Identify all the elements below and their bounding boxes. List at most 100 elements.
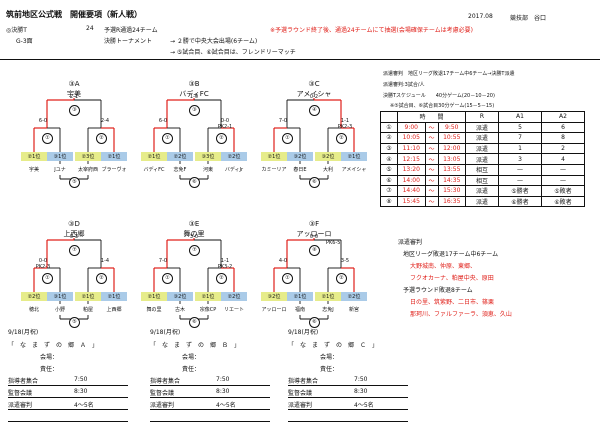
schedule-a1: 7 <box>498 132 542 144</box>
venue-meeting-time: 8:30 <box>74 388 88 395</box>
venue-row-divider <box>150 421 270 422</box>
team-name-0: アッローロ <box>261 307 287 313</box>
referee-list-2b: 那珂川、ファルファーラ、須恵、久山 <box>410 311 512 318</box>
group-id: ③D <box>68 220 80 228</box>
team-name-2: 河東 <box>202 167 214 173</box>
placement-bg-0 <box>141 292 167 301</box>
venue-row-divider <box>8 397 128 398</box>
team-name-2: 宗像CP <box>199 307 217 313</box>
schedule-a2: ⑥敗者 <box>541 195 585 208</box>
schedule-info-2: 派遣審判:3試合/人 <box>383 82 425 88</box>
match-number-right: ② <box>336 273 347 284</box>
schedule-header-r: R <box>465 111 499 123</box>
placement-2: ③2位 <box>321 154 335 160</box>
team-name-3: アメイシャ <box>341 167 367 173</box>
team-name-2: 志免J <box>322 307 334 313</box>
final-tournament-count: 24 <box>86 25 94 32</box>
schedule-sep: ～ <box>424 132 439 144</box>
schedule-referee: 派遣 <box>465 142 499 155</box>
schedule-start: 14:40 <box>397 185 426 197</box>
schedule-a1: 3 <box>498 153 542 165</box>
schedule-no: ① <box>380 121 398 134</box>
team-name-2: 大利 <box>322 167 334 173</box>
semi-right-score: 1-1 <box>340 118 350 124</box>
schedule-a1: ⑤勝者 <box>498 185 542 197</box>
placement-bg-1 <box>287 292 313 301</box>
match-number-left: ① <box>282 133 293 144</box>
group-winner-name: アメイシャ <box>296 90 332 98</box>
schedule-end: 10:55 <box>437 132 466 144</box>
header-divider <box>0 59 600 60</box>
placement-0: ②1位 <box>147 294 161 300</box>
venue-meeting-label: 監督会議 <box>288 390 313 397</box>
schedule-header-a2: A2 <box>541 111 585 123</box>
placement-0: ②1位 <box>267 154 281 160</box>
match-number-left: ① <box>282 273 293 284</box>
schedule-a2: ⑤敗者 <box>541 185 585 197</box>
semi-right-score: 0-0 <box>220 118 230 124</box>
venue-duty-label: 責任： <box>182 366 201 373</box>
placement-bg-3 <box>341 292 367 301</box>
placement-2: ③3位 <box>201 154 215 160</box>
placement-1: ③2位 <box>173 294 187 300</box>
schedule-sep: ～ <box>424 153 439 165</box>
group-id: ③E <box>188 220 200 228</box>
final-score: 0-3 <box>69 234 79 240</box>
venue-gather-label: 指導者集合 <box>8 378 39 385</box>
venue-gather-time: 7:50 <box>74 376 88 383</box>
placement-3: ②2位 <box>227 294 241 300</box>
schedule-end: 16:35 <box>437 195 466 208</box>
group-winner-name: 上西郷 <box>63 230 85 238</box>
match-number-left: ① <box>162 133 173 144</box>
venue-date: 9/18(月祝) <box>8 329 39 336</box>
final-score: 0-0 <box>309 234 319 240</box>
team-name-3: 新宮 <box>348 307 360 313</box>
venue-row-divider <box>8 409 128 410</box>
placement-bg-1 <box>47 152 73 161</box>
match-number-friendly: ⑥ <box>309 177 320 188</box>
schedule-info-3: 決勝Tスケジュール 40分ゲーム(20－10－20) <box>383 93 495 99</box>
field-label: G-3面 <box>16 38 33 45</box>
semi-right-score: 2-4 <box>100 118 110 124</box>
placement-bg-0 <box>141 152 167 161</box>
match-number-final: ③ <box>189 105 200 116</box>
group-winner-name: 舞の里 <box>183 230 205 238</box>
venue-location-label: 会場： <box>182 354 201 361</box>
schedule-no: ⑤ <box>380 163 398 176</box>
placement-3: ②1位 <box>347 154 361 160</box>
semi-right-pk: PK3-2 <box>217 264 233 270</box>
venue-name: 「 な ま ず の 郷 Ｃ 」 <box>288 342 379 349</box>
schedule-sep: ～ <box>424 174 439 187</box>
placement-bg-0 <box>261 292 287 301</box>
schedule-header-time: 時 間 <box>397 111 466 123</box>
group-id: ③B <box>188 80 200 88</box>
team-name-0: バディFC <box>143 167 165 173</box>
venue-name: 「 な ま ず の 郷 Ｂ 」 <box>150 342 241 349</box>
placement-bg-0 <box>21 152 47 161</box>
final-score: 0-2 <box>309 94 319 100</box>
group-id: ③C <box>308 80 320 88</box>
team-name-0: 穂北 <box>28 307 40 313</box>
schedule-start: 10:05 <box>397 132 426 144</box>
team-name-3: ブラーヴォ <box>101 167 127 173</box>
schedule-info-1: 派遣審判 地区リーグ敗退17チーム中6チーム→決勝T派遣 <box>383 71 515 77</box>
schedule-referee: 相互 <box>465 174 499 187</box>
schedule-a1: ⑥勝者 <box>498 195 542 208</box>
referee-list-1a: 大野城南、仲原、東郷、 <box>410 263 477 270</box>
schedule-a2: 8 <box>541 132 585 144</box>
team-name-0: カミーリア <box>261 167 287 173</box>
venue-date: 9/18(月祝) <box>150 329 181 336</box>
match-number-final: ⑦ <box>189 245 200 256</box>
tournament-desc: 決勝トーナメント <box>104 38 153 45</box>
venue-row-divider <box>150 397 270 398</box>
venue-name: 「 な ま ず の 郷 Ａ 」 <box>8 342 99 349</box>
placement-bg-3 <box>221 152 247 161</box>
team-name-1: 志免F <box>173 167 187 173</box>
semi-left-score: 6-0 <box>38 118 48 124</box>
schedule-a2: — <box>541 174 585 187</box>
match-number-friendly: ⑤ <box>69 317 80 328</box>
